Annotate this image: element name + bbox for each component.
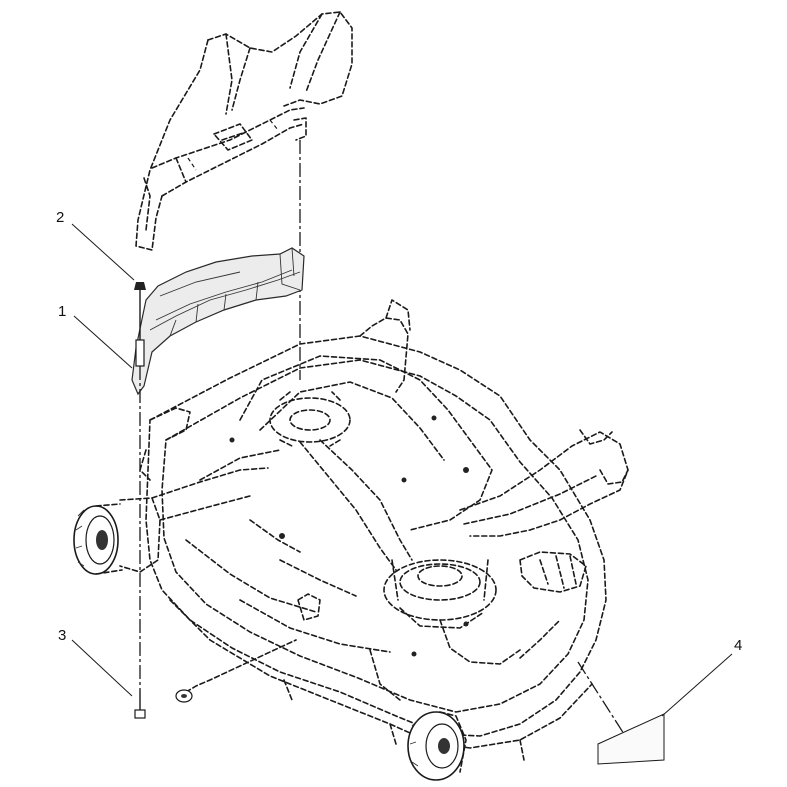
bolt — [134, 282, 146, 690]
leader-line-3 — [71, 639, 133, 697]
mower-deck-outline — [119, 299, 629, 761]
callout-1: 1 — [58, 303, 66, 320]
discharge-chute-outline — [135, 11, 353, 251]
front-left-wheel — [73, 503, 123, 575]
leader-line-2 — [71, 223, 135, 281]
spacer-nut — [175, 689, 193, 703]
callout-4: 4 — [734, 637, 742, 654]
deflector-shield — [131, 247, 305, 396]
decal-label — [577, 661, 665, 765]
callout-3: 3 — [58, 627, 66, 644]
callout-2: 2 — [56, 209, 64, 226]
rear-wheel — [407, 711, 467, 781]
leader-line-4 — [661, 653, 733, 717]
leader-line-1 — [73, 315, 133, 369]
carriage-bolt — [134, 690, 146, 719]
